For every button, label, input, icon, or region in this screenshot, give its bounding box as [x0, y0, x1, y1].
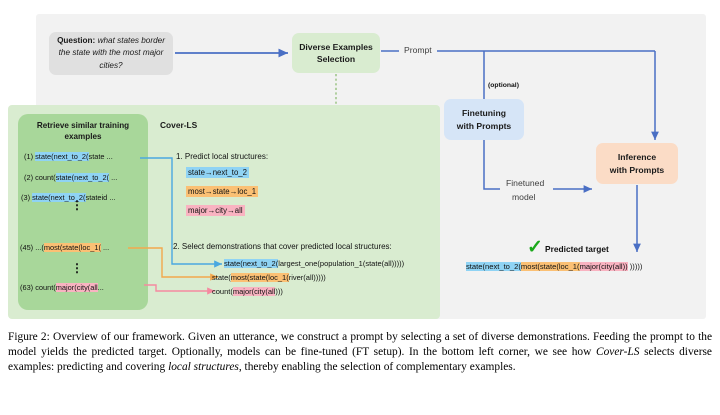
retrieval-item-suffix: state ... — [88, 152, 113, 161]
predicted-target-label: Predicted target — [545, 244, 609, 254]
question-label: Question: — [57, 36, 96, 46]
prompt-label: Prompt — [400, 45, 436, 55]
retrieval-item-number: (63) — [20, 283, 36, 292]
figure-caption: Figure 2: Overview of our framework. Giv… — [8, 330, 712, 375]
retrieval-item-suffix: ... — [97, 283, 104, 292]
retrieval-item-highlight: major(city(all — [55, 283, 98, 292]
predicted-target-expression: state(next_to_2(most(state(loc_1(major(c… — [466, 262, 642, 271]
question-text: what states border the state with the mo… — [58, 36, 165, 70]
retrieval-item-suffix: ... — [100, 243, 110, 252]
retrieval-item: (3) state(next_to_2(stateid ... — [21, 193, 116, 202]
finetuning-with-prompts-box[interactable]: Finetuning with Prompts — [444, 99, 524, 140]
retrieval-title: Retrieve similar training examples — [22, 120, 144, 143]
target-segment-tail: ))))) — [627, 262, 643, 271]
retrieval-item-prefix: count( — [35, 173, 56, 182]
retrieval-item-highlight: state(next_to_2( — [55, 173, 110, 182]
wire-example1-to-demo1 — [140, 157, 223, 268]
retrieval-item-highlight: state(next_to_2( — [32, 193, 86, 202]
demonstration-highlight: state(next_to_2( — [224, 259, 279, 268]
retrieval-item: (45) ...(most(state(loc_1( ... — [20, 243, 109, 252]
demonstration-suffix: ))) — [275, 287, 283, 296]
question-box: Question: what states border the state w… — [49, 32, 173, 75]
demonstration-highlight: major(city(all — [232, 287, 276, 296]
demonstration-highlight: most(state(loc_1( — [230, 273, 289, 282]
retrieval-item-highlight: state(next_to_2( — [35, 152, 89, 161]
retrieval-item-number: (1) — [24, 152, 36, 161]
retrieval-item-number: (2) — [24, 173, 36, 182]
retrieval-panel-background — [18, 114, 148, 310]
finetuned-model-label-line2: model — [512, 192, 536, 202]
local-structure: most→state→loc_1 — [186, 186, 259, 197]
wire-example45-to-demo2 — [128, 247, 219, 281]
retrieval-title-line2: examples — [64, 132, 102, 142]
demonstration-suffix: largest_one(population_1(state(all))))) — [278, 259, 405, 268]
wire-example63-to-demo3 — [144, 284, 216, 295]
local-structure: major→city→all — [186, 205, 245, 216]
retrieval-item-suffix: stateid ... — [85, 193, 116, 202]
caption-text: Figure 2: Overview of our framework. Giv… — [8, 331, 712, 374]
demonstration-suffix: river(all))))) — [288, 273, 326, 282]
demonstration-item: count(major(city(all))) — [212, 287, 283, 296]
retrieval-item-prefix: ...( — [35, 243, 44, 252]
retrieval-item: (63) count(major(city(all... — [20, 283, 104, 292]
retrieval-item-suffix: ... — [109, 173, 118, 182]
wire-finetuning-to-model — [483, 140, 500, 190]
finetuning-line1: Finetuning — [462, 108, 506, 119]
demonstration-prefix: state( — [212, 273, 231, 282]
demonstration-item: state(next_to_2(largest_one(population_1… — [224, 259, 404, 268]
target-segment-pink: major(city(all)) — [579, 262, 628, 271]
retrieval-ellipsis-1: ⋮ — [71, 198, 83, 212]
retrieval-item-number: (45) — [20, 243, 36, 252]
selection-line1: Diverse Examples — [299, 41, 373, 52]
checkmark-icon: ✓ — [527, 237, 543, 258]
coverls-title: Cover-LS — [160, 120, 198, 130]
retrieval-item-highlight: most(state(loc_1( — [43, 243, 101, 252]
retrieval-ellipsis-2: ⋮ — [71, 261, 83, 275]
demonstration-prefix: count( — [212, 287, 233, 296]
finetuning-line2: with Prompts — [456, 120, 512, 131]
target-segment-blue: state(next_to_2( — [466, 262, 521, 271]
finetuned-model-label-line1: Finetuned — [506, 178, 545, 188]
demonstration-item: state(most(state(loc_1(river(all))))) — [212, 273, 326, 282]
retrieval-item-number: (3) — [21, 193, 33, 202]
diverse-examples-selection-box[interactable]: Diverse Examples Selection — [292, 33, 380, 73]
inference-with-prompts-box[interactable]: Inference with Prompts — [596, 143, 678, 184]
coverls-step1: 1. Predict local structures: — [176, 152, 269, 161]
inference-line1: Inference — [617, 152, 657, 163]
local-structure: state→next_to_2 — [186, 167, 249, 178]
coverls-step2: 2. Select demonstrations that cover pred… — [173, 242, 392, 251]
target-segment-orange: most(state(loc_1( — [520, 262, 580, 271]
selection-line2: Selection — [316, 54, 356, 64]
retrieval-item: (2) count(state(next_to_2( ... — [24, 173, 117, 182]
optional-label: (optional) — [488, 82, 519, 89]
retrieval-item-prefix: count( — [35, 283, 56, 292]
inference-line2: with Prompts — [609, 164, 665, 175]
retrieval-item: (1) state(next_to_2(state ... — [24, 152, 113, 161]
retrieval-title-line1: Retrieve similar training — [36, 121, 130, 130]
